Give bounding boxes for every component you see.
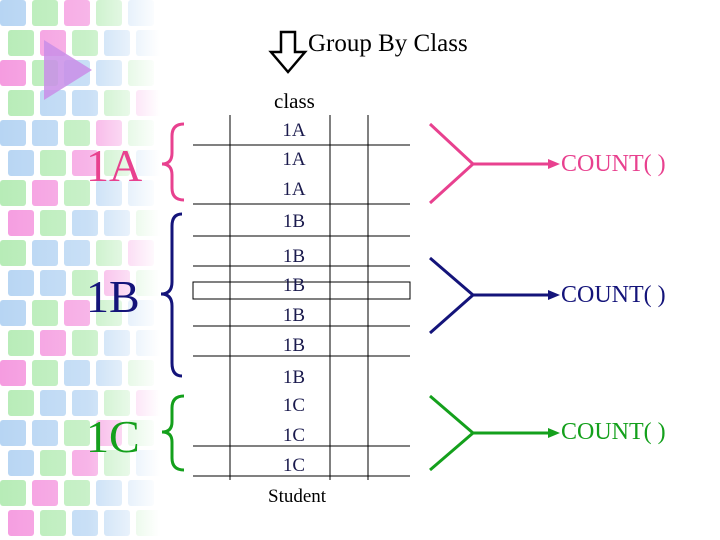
- decorative-side-strip: [0, 0, 160, 540]
- table-row-value: 1B: [282, 305, 306, 326]
- down-arrow-icon: [268, 30, 308, 74]
- table-row-value: 1C: [282, 455, 306, 476]
- table-row-value: 1A: [282, 149, 306, 170]
- table-row-value: 1B: [282, 275, 306, 296]
- table-row-value: 1A: [282, 120, 306, 141]
- group-label-1C: 1C: [86, 411, 140, 462]
- arrowhead-1C: [548, 428, 560, 438]
- group-label-1B: 1B: [86, 271, 140, 322]
- count-label-1A: COUNT( ): [561, 151, 666, 177]
- table-name-label: Student: [268, 486, 327, 507]
- arrow-1B: [429, 256, 552, 335]
- class-column-header: class: [274, 89, 315, 113]
- table-row-value: 1B: [282, 335, 306, 356]
- table-row-value: 1A: [282, 179, 306, 200]
- group-label-1A: 1A: [86, 140, 143, 191]
- table-row-value: 1B: [282, 246, 306, 267]
- count-label-1B: COUNT( ): [561, 282, 666, 308]
- table-row-value: 1B: [282, 211, 306, 232]
- brace-1C: [161, 394, 185, 472]
- play-triangle-icon: [44, 40, 92, 100]
- table-row-value: 1C: [282, 395, 306, 416]
- count-label-1C: COUNT( ): [561, 419, 666, 445]
- table-row-value: 1C: [282, 425, 306, 446]
- brace-1A: [161, 122, 185, 202]
- brace-1B: [160, 212, 183, 378]
- arrow-1C: [429, 394, 552, 472]
- table-row-value: 1B: [282, 367, 306, 388]
- arrow-1A: [428, 122, 552, 205]
- arrowhead-1A: [548, 159, 560, 169]
- student-table-grid: [192, 115, 411, 480]
- diagram-title: Group By Class: [308, 30, 468, 57]
- arrowhead-1B: [548, 290, 560, 300]
